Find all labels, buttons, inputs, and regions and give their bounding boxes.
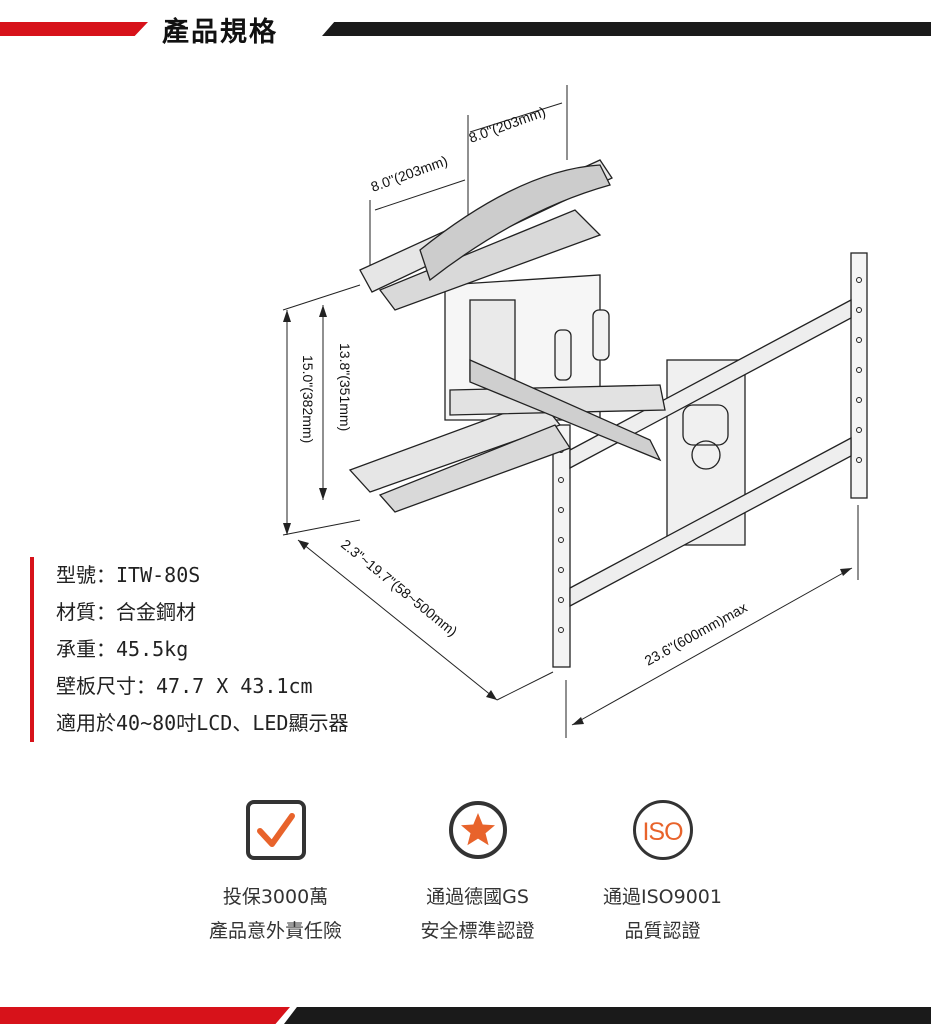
header-red-bar (0, 22, 148, 36)
dim-extension: 2.3"~19.7"(58~500mm) (338, 536, 460, 639)
spec-compatibility: 適用於40~80吋LCD、LED顯示器 (56, 711, 349, 735)
wall-bracket (444, 274, 601, 421)
dimension-lines (282, 85, 859, 738)
badge-gs-line1: 通過德國GS (426, 886, 529, 908)
swing-arms (348, 159, 666, 513)
badge-gs-line2: 安全標準認證 (420, 920, 535, 942)
badge-insurance-line1: 投保3000萬 (222, 886, 329, 908)
footer-black-bar (284, 1007, 931, 1024)
footer-red-bar (0, 1007, 290, 1024)
spec-model: 型號：ITW-80S (56, 563, 201, 587)
badge-gs: 通過德國GS 安全標準認證 (390, 800, 565, 948)
badge-insurance: 投保3000萬 產品意外責任險 (188, 800, 363, 948)
dim-width-top-right: 8.0"(203mm) (467, 103, 548, 146)
spec-plate-size: 壁板尺寸：47.7 X 43.1cm (56, 674, 313, 698)
badge-iso-line2: 品質認證 (624, 920, 701, 942)
header-black-bar (322, 22, 931, 36)
spec-list: 型號：ITW-80S 材質：合金鋼材 承重：45.5kg 壁板尺寸：47.7 X… (30, 557, 348, 742)
iso-label: ISO (642, 818, 683, 846)
dim-height-inner: 13.8"(351mm) (337, 343, 353, 431)
dim-height-outer: 15.0"(382mm) (300, 355, 316, 443)
section-title: 產品規格 (162, 17, 278, 48)
checkbox-icon (245, 800, 306, 860)
badge-iso-line1: 通過ISO9001 (603, 886, 722, 908)
wall-plate (552, 252, 868, 668)
spec-load: 承重：45.5kg (56, 637, 189, 661)
iso-icon: ISO (632, 800, 693, 860)
badge-insurance-line2: 產品意外責任險 (208, 920, 342, 942)
spec-material: 材質：合金鋼材 (56, 600, 196, 624)
badge-iso: ISO 通過ISO9001 品質認證 (575, 800, 750, 948)
star-icon (448, 800, 508, 860)
dim-width-top-left: 8.0"(203mm) (369, 152, 450, 195)
dim-plate-width: 23.6"(600mm)max (642, 599, 750, 669)
